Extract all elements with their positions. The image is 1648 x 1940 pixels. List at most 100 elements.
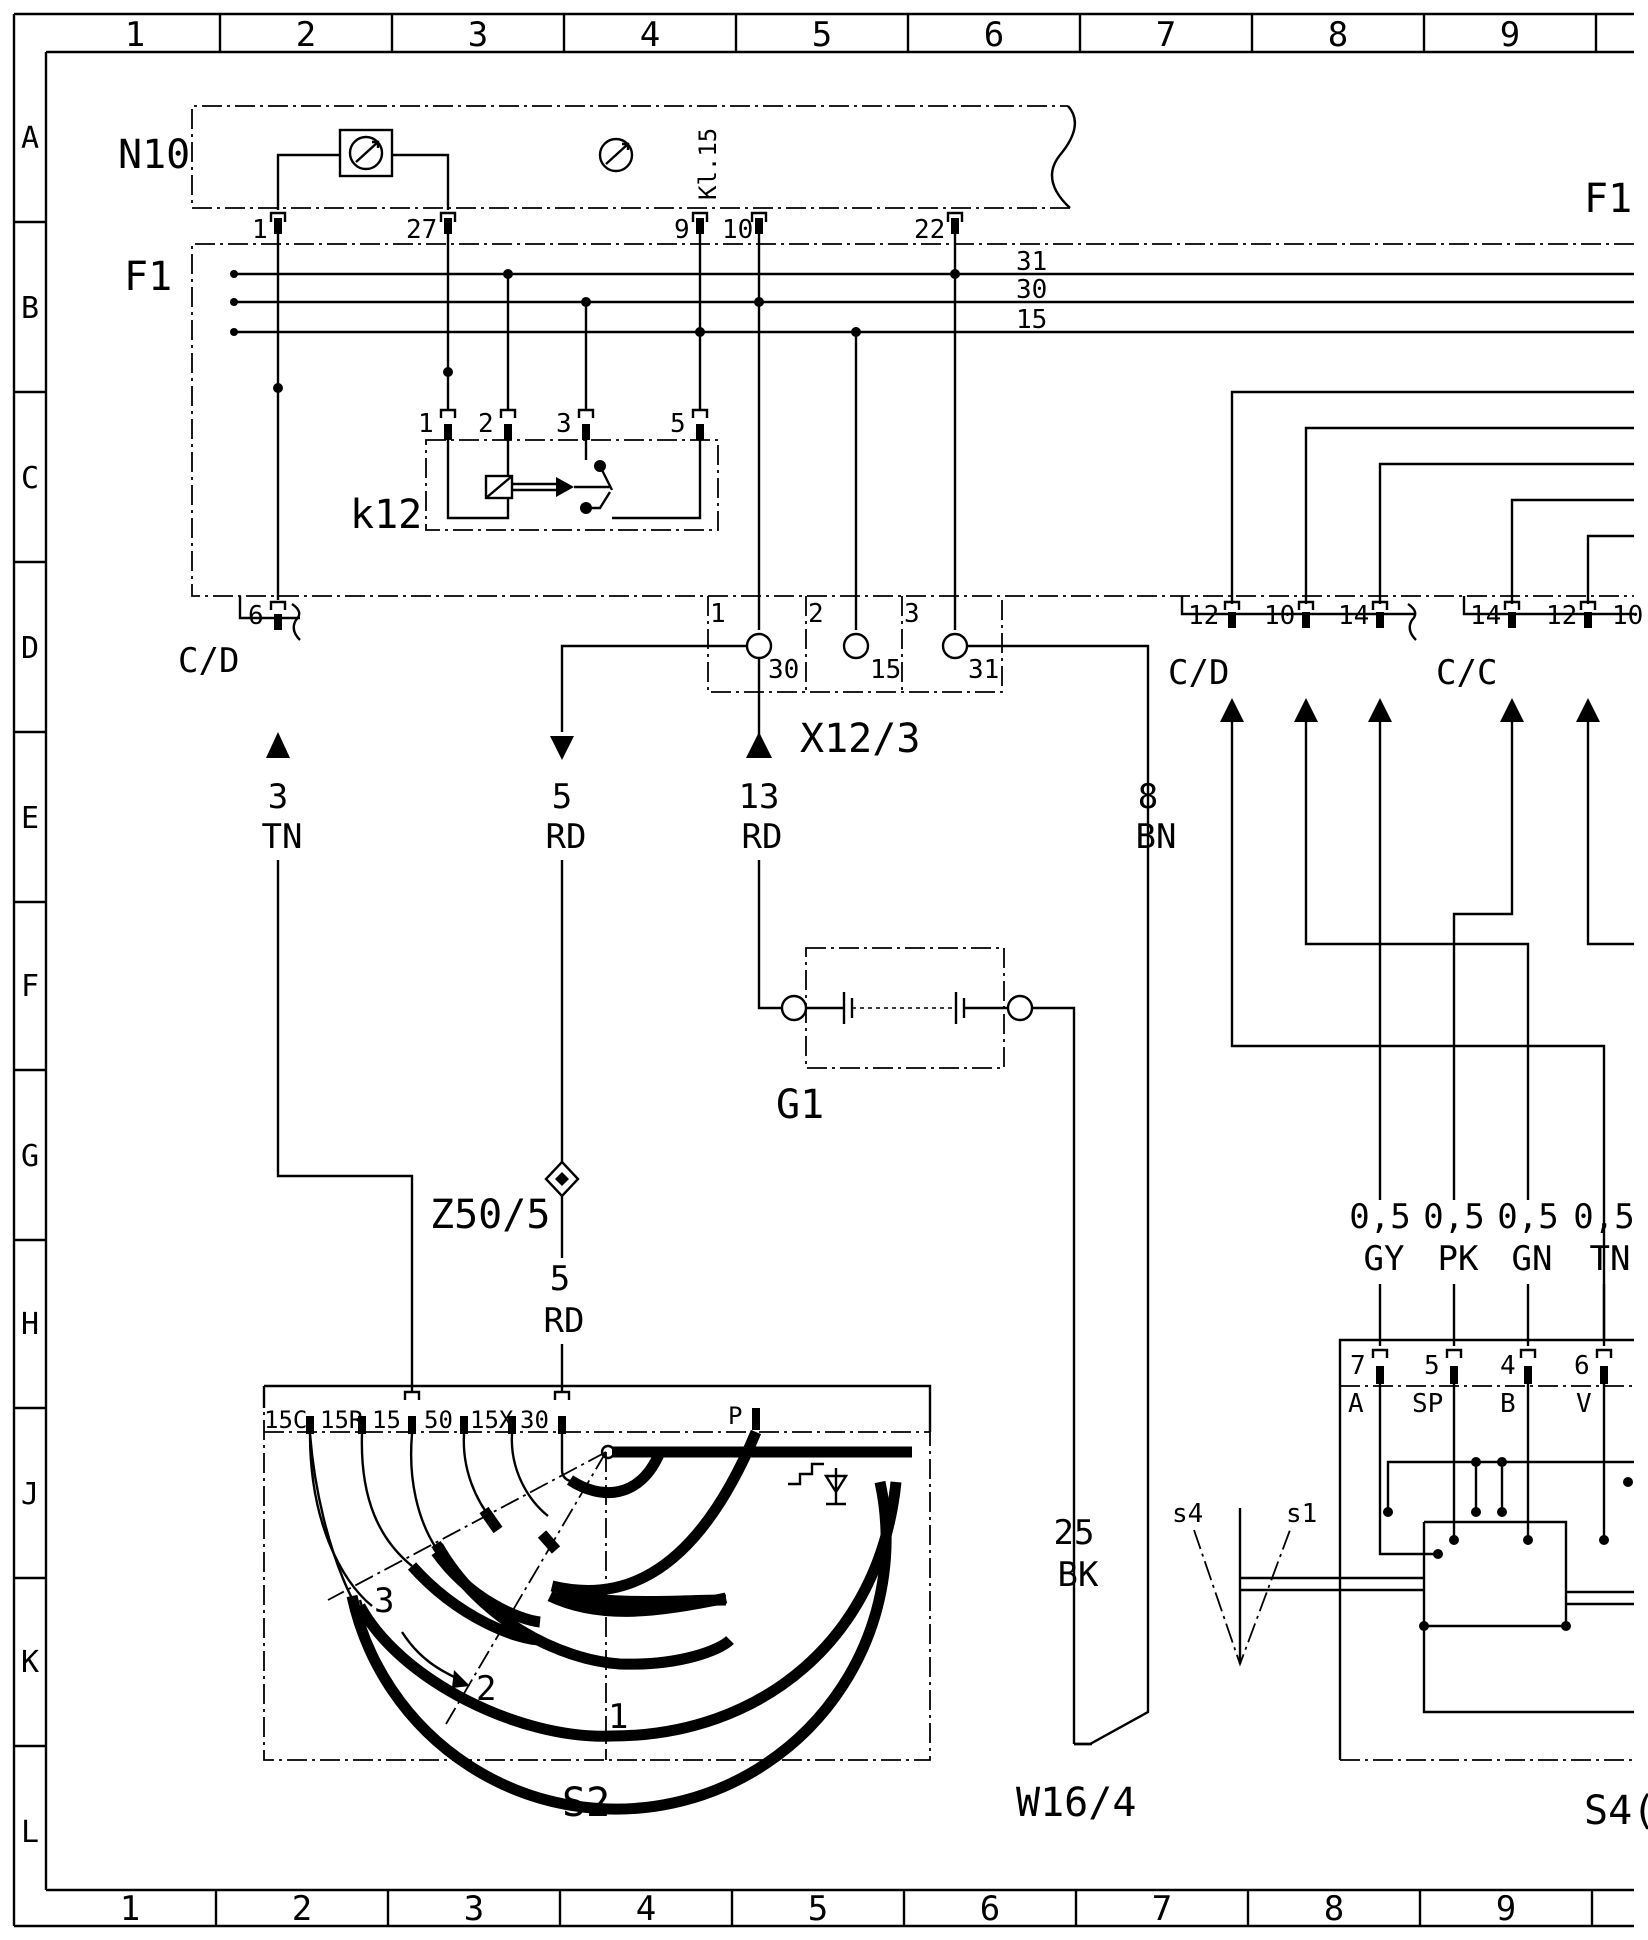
row-label: L: [21, 1815, 39, 1850]
s2-pin-15c: 15C: [264, 1406, 307, 1434]
s40-pin-5: 5: [1424, 1351, 1440, 1381]
wire-8-color: BN: [1136, 817, 1177, 857]
w16-4-label: W16/4: [1016, 1780, 1136, 1826]
bus-15-label: 15: [1016, 305, 1047, 335]
wire-gy-size: 0,5: [1349, 1197, 1410, 1237]
col-label: 1: [125, 15, 145, 55]
col-label: 6: [980, 1889, 1000, 1929]
k12-pin-1: 1: [418, 409, 434, 439]
grid-column-labels-bottom: 1 2 3 4 5 6 7 8 9: [120, 1889, 1516, 1929]
diagram-frame: [12, 12, 1634, 1928]
s2-pin-15: 15: [372, 1406, 401, 1434]
x12-num-1: 1: [710, 599, 726, 629]
row-label: E: [21, 801, 39, 836]
cd-left-pin-6: 6: [248, 601, 264, 631]
switch-s1-label: s1: [1286, 1499, 1317, 1529]
wire-3-size: 3: [268, 777, 288, 817]
wire-5-color: RD: [546, 817, 587, 857]
s2-pin-15x: 15X: [470, 1406, 514, 1434]
z50-5-label: Z50/5: [430, 1192, 550, 1238]
cd-right-label: C/D: [1168, 653, 1229, 693]
wire-8-size: 8: [1138, 777, 1158, 817]
n10-pin-27: 27: [406, 215, 437, 245]
pin-symbols: [269, 211, 964, 234]
s2-pin-labels: 15C 15R 15 50 15X 30 P: [264, 1402, 742, 1434]
col-label: 1: [120, 1889, 140, 1929]
wire-5b-size: 5: [550, 1259, 570, 1299]
col-label: 2: [292, 1889, 312, 1929]
cc-right-pin-10: 10: [1612, 601, 1643, 631]
s2-pin-50: 50: [424, 1406, 453, 1434]
n10-module: N10 1 27 9 10 22 Kl.15: [118, 105, 1077, 245]
wire-13-color: RD: [742, 817, 783, 857]
n10-pin-1: 1: [252, 215, 268, 245]
cd-left-label: C/D: [178, 641, 239, 681]
wire-pk-size: 0,5: [1423, 1197, 1484, 1237]
s2-position-1: 1: [608, 1697, 628, 1737]
col-label: 4: [640, 15, 660, 55]
bus-31-label: 31: [1016, 247, 1047, 277]
s2-position-2: 2: [476, 1669, 496, 1709]
switch-s4-label: s4: [1172, 1499, 1203, 1529]
connector-cd-left: 6 C/D: [178, 596, 301, 758]
wire-13-size: 13: [739, 777, 780, 817]
right-connectors: 12 10 14 14 12 10 C/D C/C 0,5 GY 0,5 PK …: [1168, 390, 1643, 1346]
w16-4-ground: 25 BK W16/4: [1016, 1513, 1136, 1826]
cd-right-pin-12: 12: [1188, 601, 1219, 631]
col-label: 7: [1152, 1889, 1172, 1929]
row-label: J: [21, 1477, 39, 1512]
col-label: 3: [464, 1889, 484, 1929]
row-label: H: [21, 1307, 39, 1342]
x12-3-label: X12/3: [800, 716, 920, 762]
s40-label: S4(: [1584, 1788, 1648, 1834]
x12-term-30: 30: [768, 655, 799, 685]
f1-label-right: F1: [1584, 176, 1632, 222]
s2-pin-p: P: [728, 1402, 742, 1430]
kl15-label: Kl.15: [694, 128, 722, 200]
row-label: D: [21, 631, 39, 666]
f1-module: F1 F1 31 30 15: [124, 176, 1634, 630]
grid-column-labels-top: 1 2 3 4 5 6 7 8 9: [125, 15, 1520, 55]
cd-right-pin-14: 14: [1338, 601, 1369, 631]
n10-pin-10: 10: [722, 215, 753, 245]
s40-switch: S4( 7 5 4 6 A SP B V: [1172, 1338, 1648, 1834]
cc-right-pin-12: 12: [1546, 601, 1577, 631]
n10-pin-9: 9: [674, 215, 690, 245]
col-label: 6: [984, 15, 1004, 55]
col-label: 7: [1156, 15, 1176, 55]
s2-ignition-switch: S2 15C 15R 15 50 15X 30 P: [262, 1384, 932, 1826]
row-label: A: [21, 121, 39, 156]
x12-num-2: 2: [808, 599, 824, 629]
wire-tn-size: 0,5: [1573, 1197, 1634, 1237]
s2-position-3: 3: [374, 1581, 394, 1621]
s2-pin-15r: 15R: [320, 1406, 364, 1434]
col-label: 2: [296, 15, 316, 55]
wire-25-color: BK: [1058, 1555, 1099, 1595]
row-label: G: [21, 1139, 39, 1174]
k12-pin-3: 3: [556, 409, 572, 439]
wire-tn-color: TN: [1590, 1239, 1631, 1279]
col-label: 9: [1500, 15, 1520, 55]
transistor-icon: [598, 137, 634, 173]
col-label: 8: [1324, 1889, 1344, 1929]
row-label: C: [21, 461, 39, 496]
n10-label: N10: [118, 132, 190, 178]
k12-relay: k12 1 2 3 5: [350, 408, 719, 538]
s40-pin-6: 6: [1574, 1351, 1590, 1381]
col-label: 9: [1496, 1889, 1516, 1929]
z50-5-splice: Z50/5 5 RD: [430, 1160, 584, 1392]
wire-3-color: TN: [262, 817, 303, 857]
wire-gy-color: GY: [1364, 1239, 1405, 1279]
n10-pin-22: 22: [914, 215, 945, 245]
col-label: 5: [808, 1889, 828, 1929]
col-label: 4: [636, 1889, 656, 1929]
wire-5-size: 5: [552, 777, 572, 817]
cc-right-label: C/C: [1436, 653, 1497, 693]
wire-pk-color: PK: [1438, 1239, 1479, 1279]
wire-25-size: 25: [1054, 1513, 1095, 1553]
wire-labels-left: 3 TN 5 RD 13 RD 8 BN: [262, 777, 1177, 857]
g1-battery: G1: [776, 947, 1034, 1128]
wire-gn-color: GN: [1512, 1239, 1553, 1279]
s40-term-sp: SP: [1412, 1389, 1443, 1419]
x12-num-3: 3: [904, 599, 920, 629]
